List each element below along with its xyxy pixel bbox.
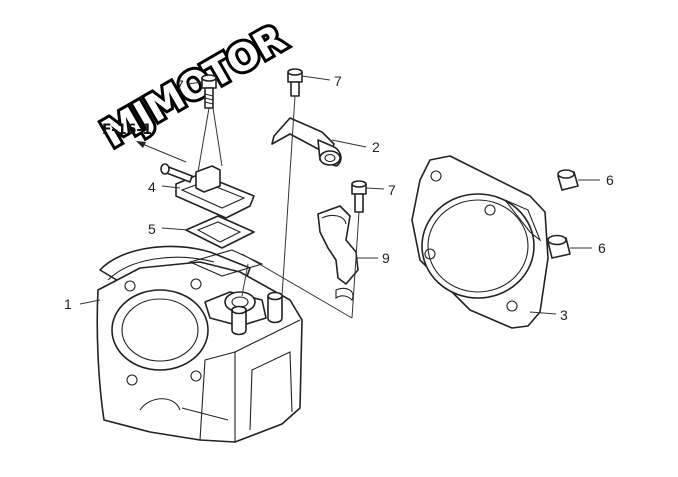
callout-1: 1 — [64, 296, 72, 312]
insulator-gasket — [185, 215, 255, 249]
cylinder-gasket — [411, 155, 549, 329]
callout-7-middle: 7 — [388, 182, 396, 198]
callout-5: 5 — [148, 221, 156, 237]
callout-3: 3 — [560, 307, 568, 323]
bolt-upper — [287, 68, 303, 97]
hose-clamp — [317, 205, 359, 301]
callout-6-upper: 6 — [606, 172, 614, 188]
bolt-upper-left — [201, 74, 217, 109]
reference-arrow-icon — [136, 141, 187, 163]
assembly-lines — [197, 95, 360, 319]
dowel-pin-upper — [557, 169, 579, 191]
callout-leaders — [79, 75, 600, 315]
callout-7-left: 7 — [176, 77, 184, 93]
cylinder-block — [96, 245, 303, 443]
reference-label: F-16-1 — [102, 122, 152, 138]
callout-6-lower: 6 — [598, 240, 606, 256]
callout-9: 9 — [382, 250, 390, 266]
callout-2: 2 — [372, 139, 380, 155]
callout-4: 4 — [148, 179, 156, 195]
intake-valve-assembly — [160, 163, 255, 219]
dowel-pin-lower — [547, 234, 571, 259]
breather-pipe — [271, 117, 342, 167]
bolt-middle — [351, 180, 367, 213]
callout-7-upper: 7 — [334, 73, 342, 89]
